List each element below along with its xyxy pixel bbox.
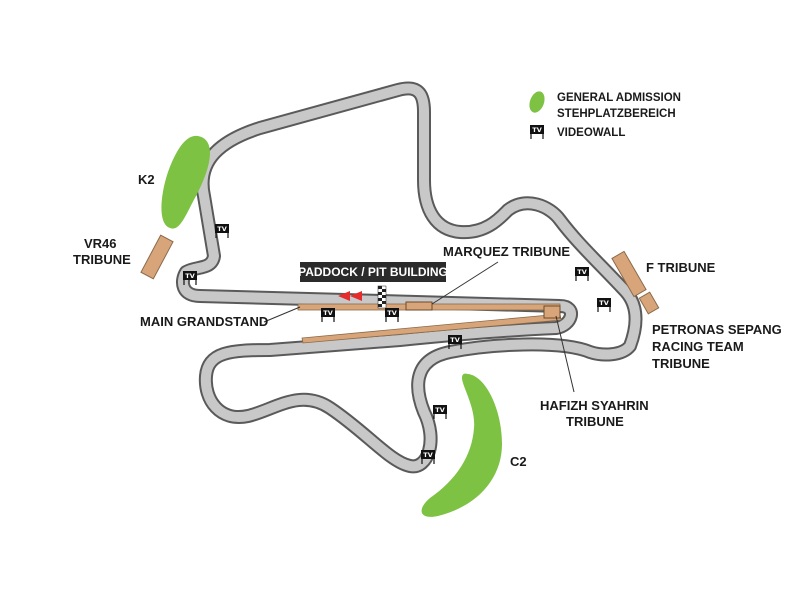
- videowall-icons: TV TV TV TV TV TV TV TV TV: [183, 224, 611, 464]
- race-direction-arrows: [338, 291, 362, 301]
- inner-grandstand-block: [301, 313, 562, 344]
- svg-text:TV: TV: [532, 126, 541, 134]
- videowall-icon: TV: [421, 450, 435, 464]
- videowall-icon-label: TV: [577, 268, 586, 276]
- start-finish-line: [377, 285, 387, 309]
- track-surface: [178, 83, 641, 472]
- k2-grass-area: [161, 135, 211, 229]
- videowall-icon: TV: [321, 308, 335, 322]
- legend-general-admission: GENERAL ADMISSION: [557, 92, 681, 104]
- hafizh-label-line2: TRIBUNE: [566, 414, 624, 429]
- k2-label: K2: [138, 172, 155, 187]
- marquez-leader-line: [431, 261, 499, 305]
- marquez-label: MARQUEZ TRIBUNE: [443, 244, 570, 259]
- marquez-tribune-block: [405, 301, 433, 311]
- c2-label: C2: [510, 454, 527, 469]
- hafizh-label-line1: HAFIZH SYAHRIN: [540, 398, 649, 413]
- vr46-tribune-block: [140, 234, 174, 280]
- videowall-icon: TV: [433, 405, 447, 419]
- videowall-icon-label: TV: [185, 272, 194, 280]
- legend-stehplatz: STEHPLATZBEREICH: [557, 108, 676, 120]
- c2-grass-area: [421, 373, 502, 517]
- videowall-icon: TV: [385, 308, 399, 322]
- videowall-icon-label: TV: [323, 309, 332, 317]
- videowall-icon: TV: [597, 298, 611, 312]
- videowall-icon: TV: [183, 271, 197, 285]
- main-grandstand-leader-line: [263, 306, 301, 323]
- videowall-icon-label: TV: [599, 299, 608, 307]
- f-tribune-label: F TRIBUNE: [646, 260, 716, 275]
- videowall-icon-label: TV: [387, 309, 396, 317]
- general-admission-swatch: [529, 91, 545, 113]
- videowall-icon-label: TV: [217, 225, 226, 233]
- legend-videowall: VIDEOWALL: [557, 127, 625, 139]
- videowall-legend-icon: TV: [530, 125, 544, 139]
- hafizh-leader-line: [555, 315, 575, 393]
- svg-text:PADDOCK / PIT BUILDING: PADDOCK / PIT BUILDING: [298, 265, 448, 279]
- race-track: [176, 81, 643, 474]
- direction-arrow: [350, 291, 362, 301]
- petronas-label-line2: RACING TEAM: [652, 339, 744, 354]
- videowall-icon-label: TV: [423, 451, 432, 459]
- paddock-label: PADDOCK / PIT BUILDING: [298, 262, 448, 282]
- videowall-icon: TV: [215, 224, 229, 238]
- videowall-icon: TV: [575, 267, 589, 281]
- petronas-label-line1: PETRONAS SEPANG: [652, 322, 782, 337]
- f-tribune-block: [611, 250, 647, 298]
- petronas-label-line3: TRIBUNE: [652, 356, 710, 371]
- vr46-label-line2: TRIBUNE: [73, 252, 131, 267]
- main-grandstand-label: MAIN GRANDSTAND: [140, 314, 268, 329]
- videowall-icon-label: TV: [435, 406, 444, 414]
- videowall-icon-label: TV: [450, 336, 459, 344]
- petronas-tribune-block: [638, 291, 660, 315]
- vr46-label-line1: VR46: [84, 236, 117, 251]
- videowall-icon: TV: [448, 335, 462, 349]
- hafizh-tribune-block: [543, 305, 561, 319]
- direction-arrow: [338, 291, 350, 301]
- map-legend: GENERAL ADMISSION STEHPLATZBEREICH TV VI…: [529, 91, 681, 139]
